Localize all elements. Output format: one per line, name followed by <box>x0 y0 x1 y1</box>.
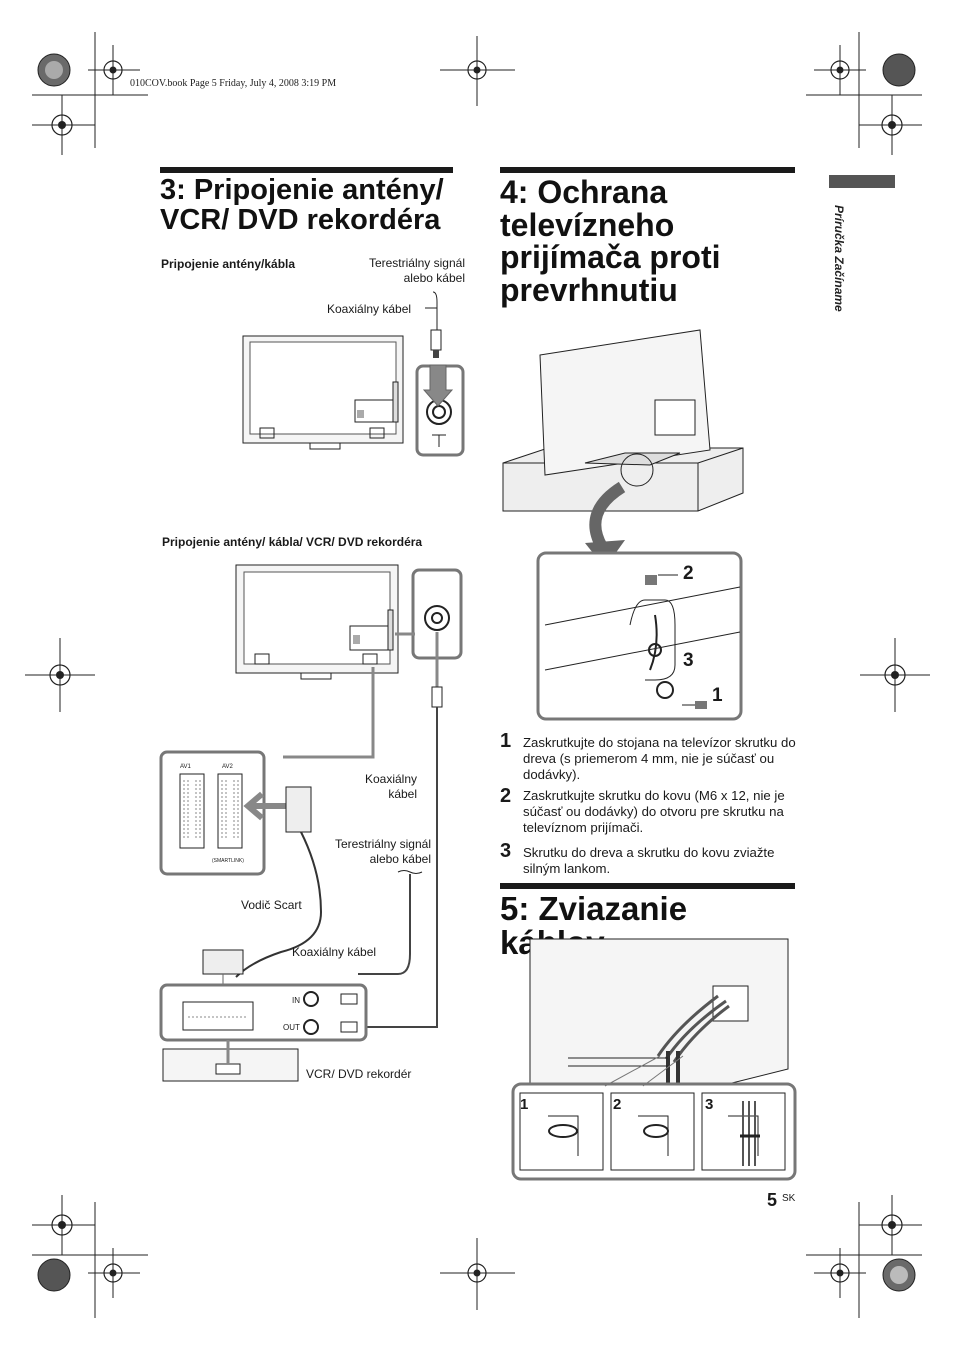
section5-rule <box>500 883 795 889</box>
panel-3-label: 3 <box>705 1096 714 1113</box>
callout-1: 1 <box>712 685 723 706</box>
port-out-label: OUT <box>283 1023 300 1032</box>
page-number: 5 <box>767 1190 778 1210</box>
tip-over-diagram <box>502 329 744 721</box>
page-lang: SK <box>782 1193 796 1204</box>
panel-2-label: 2 <box>613 1096 622 1113</box>
section4-rule <box>500 167 795 173</box>
callout-2: 2 <box>683 563 694 584</box>
section3-sub-a-heading: Pripojenie antény/kábla <box>161 257 296 271</box>
coax-label-c: Koaxiálny kábel <box>292 945 377 959</box>
av1-port-label: AV1 <box>180 764 191 770</box>
side-tab-label: Príručka Začíname <box>832 205 846 312</box>
port-in-label: IN <box>292 996 300 1005</box>
antenna-tv-diagram <box>242 291 465 457</box>
side-tab-marker <box>829 175 895 188</box>
coax-label-b: Koaxiálny kábel <box>364 772 417 801</box>
coax-label-a: Koaxiálny kábel <box>327 302 412 316</box>
callout-3: 3 <box>683 650 694 671</box>
section3-sub-b-heading: Pripojenie antény/ kábla/ VCR/ DVD rekor… <box>162 535 423 549</box>
panel-1-label: 1 <box>520 1096 529 1113</box>
file-info: 010COV.book Page 5 Friday, July 4, 2008 … <box>130 78 337 89</box>
signal-label-b: Terestriálny signál alebo kábel <box>334 837 431 866</box>
section3-rule <box>160 167 453 173</box>
scart-label: Vodič Scart <box>241 898 302 912</box>
av2-port-label: AV2 <box>222 764 233 770</box>
section4-title: 4: Ochrana televízneho prijímača proti p… <box>500 174 721 308</box>
cable-tie-diagram <box>511 938 797 1181</box>
recorder-label: VCR/ DVD rekordér <box>306 1067 412 1081</box>
smartlink-label: (SMARTLINK) <box>212 858 244 864</box>
signal-label-a: Terestriálny signál alebo kábel <box>368 256 465 285</box>
section3-title: 3: Pripojenie antény/ VCR/ DVD rekordéra <box>160 174 444 236</box>
recorder-tv-diagram <box>159 564 463 1082</box>
